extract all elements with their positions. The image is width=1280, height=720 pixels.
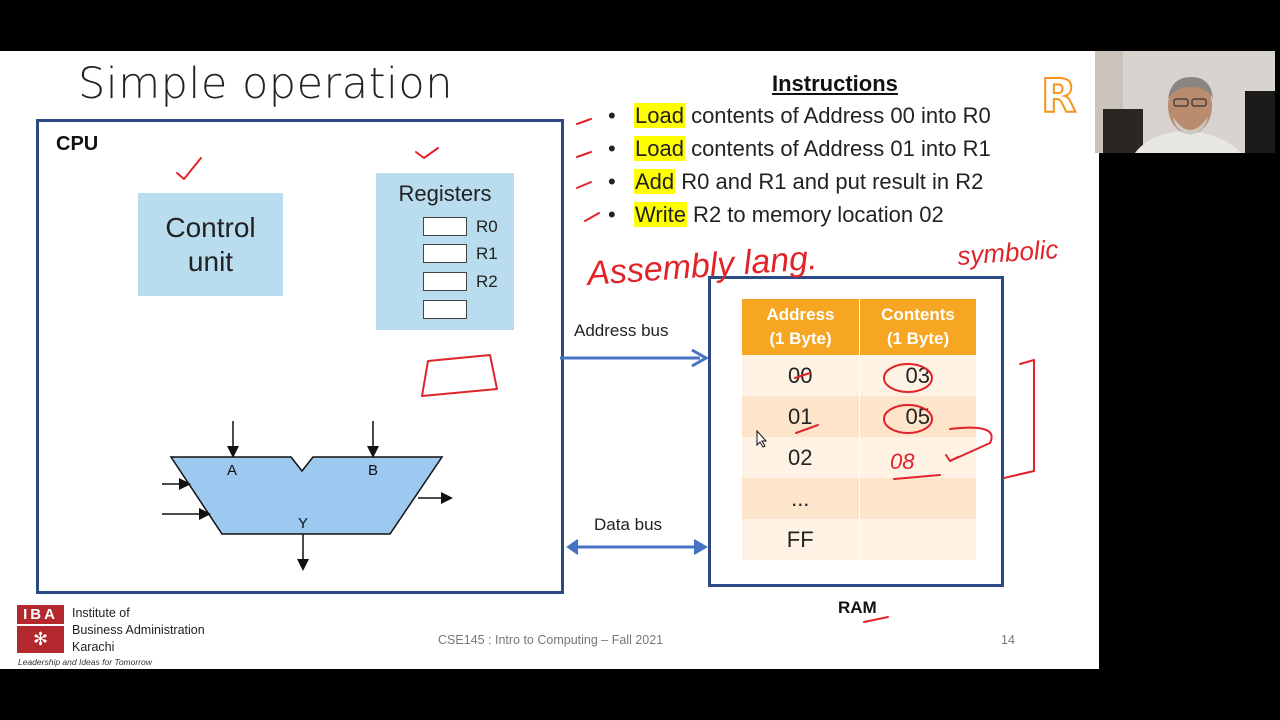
list-item: •Load contents of Address 01 into R1 bbox=[608, 136, 991, 161]
register-cell bbox=[423, 244, 467, 263]
registers-title: Registers bbox=[398, 181, 492, 206]
register-label: R1 bbox=[476, 244, 498, 263]
alu-input-b: B bbox=[368, 462, 378, 479]
instruction-verb: Write bbox=[634, 202, 687, 227]
table-row: 01 05 bbox=[742, 396, 976, 437]
alu-diagram: A B Y bbox=[162, 421, 453, 571]
webcam-video bbox=[1095, 51, 1275, 153]
address-cell: FF bbox=[786, 527, 814, 552]
table-row: FF bbox=[742, 519, 976, 560]
page-number: 14 bbox=[1001, 633, 1015, 647]
header-contents-line2: (1 Byte) bbox=[886, 329, 950, 348]
table-row: 00 03 bbox=[742, 355, 976, 396]
register-label: R2 bbox=[476, 272, 498, 291]
ink-annotations: Assembly lang. symbolic 08 bbox=[176, 118, 1059, 623]
alu-output-y: Y bbox=[298, 515, 308, 532]
circle-03 bbox=[883, 363, 933, 393]
instruction-text: contents of Address 01 into R1 bbox=[684, 136, 991, 161]
header-address: Address (1 Byte) bbox=[742, 299, 859, 355]
register-label: R0 bbox=[476, 217, 498, 236]
underline bbox=[794, 372, 811, 379]
brand-r-logo: R bbox=[1040, 68, 1077, 124]
drawn-box bbox=[421, 354, 498, 397]
header-contents-line1: Contents bbox=[881, 305, 955, 324]
instruction-verb: Load bbox=[634, 136, 685, 161]
handwritten-assembly: Assembly lang. bbox=[584, 239, 819, 293]
slide: Simple operation CPU Control unit Regist… bbox=[0, 51, 1099, 669]
registers-box: Registers R0 R1 R2 bbox=[376, 173, 514, 330]
bus-arrows bbox=[560, 348, 710, 555]
ram-table-body: 00 03 01 05 02 ... FF bbox=[742, 355, 976, 560]
address-cell: 02 bbox=[788, 445, 813, 470]
table-row: ... bbox=[742, 478, 976, 519]
alu-input-a: A bbox=[227, 462, 237, 479]
instructions-list: •Load contents of Address 00 into R0 •Lo… bbox=[608, 99, 991, 231]
header-contents: Contents (1 Byte) bbox=[859, 299, 976, 355]
contents-cell bbox=[858, 437, 977, 478]
logo-abbr: IBA bbox=[17, 605, 64, 624]
register-cell bbox=[423, 217, 467, 236]
tick-mark bbox=[576, 151, 592, 158]
control-unit-label: Control unit bbox=[165, 211, 256, 277]
table-row: 02 bbox=[742, 437, 976, 478]
header-address-line2: (1 Byte) bbox=[769, 329, 832, 348]
contents-cell bbox=[858, 519, 977, 560]
header-address-line1: Address bbox=[766, 305, 835, 324]
underline bbox=[863, 616, 889, 623]
org-name-line3: Karachi bbox=[72, 640, 115, 654]
checkmark bbox=[415, 147, 439, 159]
address-bus-label: Address bus bbox=[574, 321, 669, 340]
tick-mark bbox=[576, 118, 592, 125]
list-item: •Add R0 and R1 and put result in R2 bbox=[608, 169, 984, 194]
address-cell: ... bbox=[791, 486, 810, 511]
logo-seal-icon: ✻ bbox=[17, 626, 64, 653]
instruction-text: contents of Address 00 into R0 bbox=[684, 103, 991, 128]
register-cell bbox=[423, 272, 467, 291]
underline bbox=[893, 474, 941, 480]
ram-box bbox=[708, 276, 1004, 587]
tick-mark bbox=[576, 181, 592, 189]
ram-table: Address (1 Byte) Contents (1 Byte) 00 03… bbox=[742, 299, 976, 560]
list-item: •Load contents of Address 00 into R0 bbox=[608, 103, 991, 128]
cpu-label: CPU bbox=[56, 133, 99, 155]
bracket bbox=[1003, 359, 1035, 479]
footer-course: CSE145 : Intro to Computing – Fall 2021 bbox=[438, 633, 664, 647]
contents-cell: 05 bbox=[858, 396, 977, 437]
register-cell bbox=[423, 300, 467, 319]
contents-cell: 03 bbox=[858, 355, 977, 396]
ram-label: RAM bbox=[838, 598, 877, 617]
org-name-line1: Institute of bbox=[72, 606, 130, 620]
org-tagline: Leadership and Ideas for Tomorrow bbox=[18, 657, 152, 667]
underline bbox=[795, 424, 819, 434]
circle-05 bbox=[883, 404, 933, 434]
presenter-icon bbox=[1095, 51, 1275, 153]
ram-table-header: Address (1 Byte) Contents (1 Byte) bbox=[742, 299, 976, 355]
instruction-text: R0 and R1 and put result in R2 bbox=[675, 169, 984, 194]
instruction-verb: Add bbox=[634, 169, 676, 194]
instruction-verb: Load bbox=[634, 103, 685, 128]
instruction-text: R2 to memory location 02 bbox=[686, 202, 944, 227]
handwritten-symbolic: symbolic bbox=[956, 234, 1059, 271]
mouse-cursor-icon bbox=[756, 430, 768, 448]
org-name: Institute of Business Administration Kar… bbox=[72, 605, 232, 656]
slide-title: Simple operation bbox=[78, 59, 453, 109]
data-bus-label: Data bus bbox=[594, 515, 663, 534]
address-cell: 01 bbox=[788, 404, 813, 429]
org-name-line2: Business Administration bbox=[72, 623, 205, 637]
checkmark bbox=[176, 157, 202, 180]
list-item: •Write R2 to memory location 02 bbox=[608, 202, 944, 227]
contents-cell bbox=[858, 478, 977, 519]
handwritten-result: 08 bbox=[890, 449, 915, 474]
tick-mark bbox=[584, 212, 600, 222]
control-unit-box: Control unit bbox=[138, 193, 283, 296]
instructions-title: Instructions bbox=[772, 71, 898, 96]
arrow-to-result bbox=[949, 426, 993, 462]
